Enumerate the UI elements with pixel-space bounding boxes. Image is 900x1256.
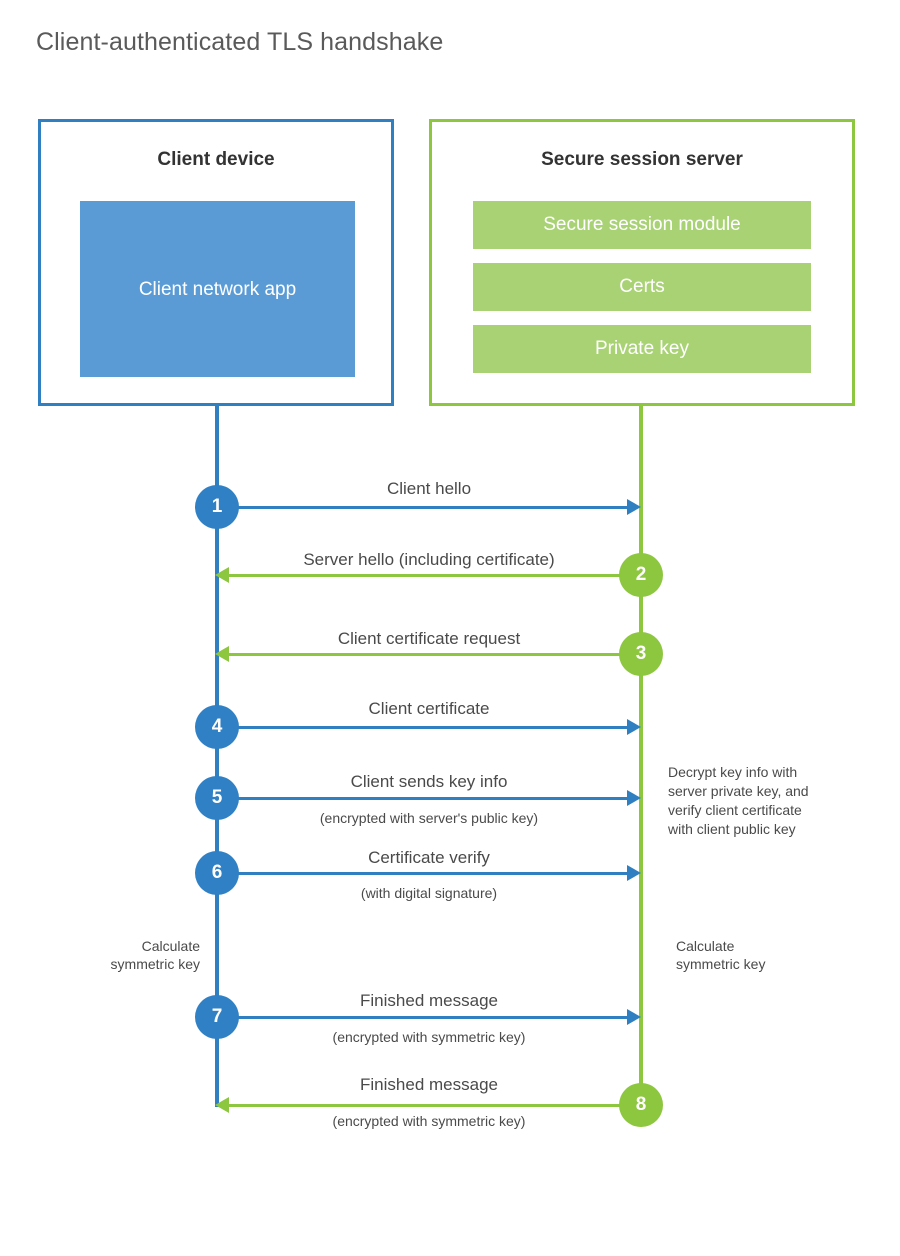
- message-label-2: Server hello (including certificate): [303, 550, 555, 569]
- client-lifeline: [215, 405, 219, 1107]
- annotation-line: with client public key: [668, 821, 796, 837]
- message-arrow-7: [217, 1016, 629, 1019]
- arrowhead-right-icon: [627, 790, 641, 806]
- arrowhead-left-icon: [215, 1097, 229, 1113]
- message-arrow-6: [217, 872, 629, 875]
- client-network-app-block: Client network app: [80, 201, 355, 377]
- message-sublabel-7: (encrypted with symmetric key): [332, 1029, 526, 1045]
- page-title: Client-authenticated TLS handshake: [36, 28, 444, 56]
- annotation-line: verify client certificate: [668, 802, 802, 818]
- step-badge-8[interactable]: 8: [619, 1083, 663, 1127]
- step-badge-1[interactable]: 1: [195, 485, 239, 529]
- arrowhead-right-icon: [627, 499, 641, 515]
- secure-session-server-box: Secure session server Secure session mod…: [429, 119, 855, 406]
- step-badge-2[interactable]: 2: [619, 553, 663, 597]
- server-row-secure-session-module: Secure session module: [473, 201, 811, 249]
- secure-session-server-title: Secure session server: [541, 149, 743, 170]
- message-arrow-4: [217, 726, 629, 729]
- message-label-6: Certificate verify: [368, 848, 490, 867]
- annotation-line: Calculate: [141, 938, 200, 954]
- message-sublabel-8: (encrypted with symmetric key): [332, 1113, 526, 1129]
- arrowhead-right-icon: [627, 719, 641, 735]
- step-badge-3[interactable]: 3: [619, 632, 663, 676]
- message-label-5: Client sends key info: [350, 772, 508, 791]
- message-arrow-8: [229, 1104, 641, 1107]
- annotation-line: Decrypt key info with: [668, 764, 798, 780]
- annotation-server-decrypt: Decrypt key info with server private key…: [668, 763, 838, 839]
- step-badge-7[interactable]: 7: [195, 995, 239, 1039]
- arrowhead-right-icon: [627, 1009, 641, 1025]
- annotation-client-calculate-symmetric-key: Calculate symmetric key: [60, 937, 200, 973]
- server-row-private-key: Private key: [473, 325, 811, 373]
- annotation-line: Calculate: [676, 938, 735, 954]
- server-row-certs: Certs: [473, 263, 811, 311]
- message-label-3: Client certificate request: [337, 629, 521, 648]
- message-label-8: Finished message: [360, 1075, 498, 1094]
- step-badge-6[interactable]: 6: [195, 851, 239, 895]
- annotation-line: symmetric key: [110, 956, 200, 972]
- arrowhead-left-icon: [215, 567, 229, 583]
- client-device-box: Client device Client network app: [38, 119, 394, 406]
- message-label-7: Finished message: [360, 991, 498, 1010]
- message-sublabel-5: (encrypted with server's public key): [319, 810, 539, 826]
- message-sublabel-6: (with digital signature): [360, 885, 498, 901]
- message-arrow-1: [217, 506, 629, 509]
- message-arrow-2: [229, 574, 641, 577]
- annotation-line: server private key, and: [668, 783, 809, 799]
- message-label-1: Client hello: [386, 479, 472, 498]
- arrowhead-left-icon: [215, 646, 229, 662]
- step-badge-5[interactable]: 5: [195, 776, 239, 820]
- step-badge-4[interactable]: 4: [195, 705, 239, 749]
- server-lifeline: [639, 405, 643, 1107]
- message-label-4: Client certificate: [368, 699, 490, 718]
- client-device-title: Client device: [157, 149, 275, 170]
- arrowhead-right-icon: [627, 865, 641, 881]
- message-arrow-5: [217, 797, 629, 800]
- message-arrow-3: [229, 653, 641, 656]
- annotation-server-calculate-symmetric-key: Calculate symmetric key: [676, 937, 836, 973]
- annotation-line: symmetric key: [676, 956, 766, 972]
